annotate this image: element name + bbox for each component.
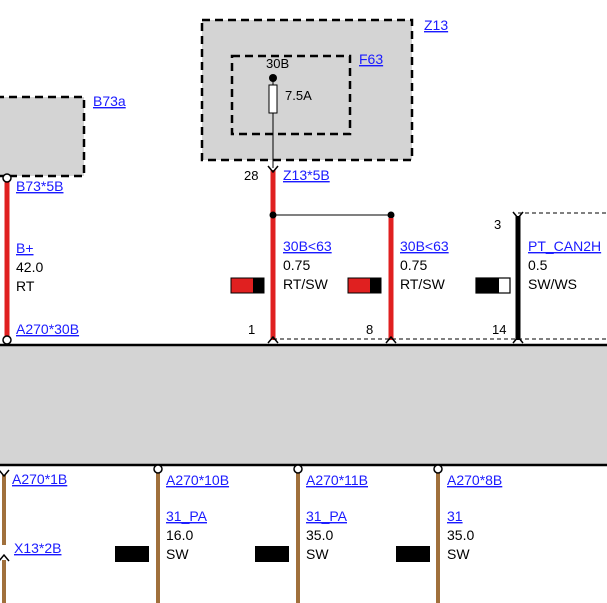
splice-dot-right [387,211,395,219]
g10-signal[interactable]: 31_PA [166,508,208,524]
w30b1-gauge: 0.75 [283,257,310,273]
g11-connector[interactable]: A270*11B [306,472,368,488]
bplus-end-terminal [2,335,12,345]
w30b2-pin: 8 [366,322,373,337]
w30b1-color-indicator [230,277,265,294]
f63-rating: 7.5A [285,88,312,103]
g10-gauge: 16.0 [166,527,193,543]
w30b2-signal[interactable]: 30B<63 [400,238,449,254]
z13-pin-chevron [267,165,279,174]
w30b1-start-connector[interactable]: Z13*5B [283,167,330,183]
z13-pin-number: 28 [244,168,258,183]
g11-color-indicator [255,546,289,562]
can-signal[interactable]: PT_CAN2H [528,238,601,254]
bplus-start-connector[interactable]: B73*5B [16,178,63,194]
g11-signal[interactable]: 31_PA [306,508,348,524]
bplus-end-connector[interactable]: A270*30B [16,321,79,337]
can-start-pin: 3 [494,217,501,232]
can-gauge: 0.5 [528,257,548,273]
a270-pin-chevron-14 [512,335,524,344]
a270-pin-chevron-1 [267,335,279,344]
g1-connector[interactable]: A270*1B [12,471,67,487]
f63-terminal-label: 30B [266,56,289,71]
g8-connector[interactable]: A270*8B [447,472,502,488]
w30b2-color-indicator [347,277,382,294]
f63-fuse-box[interactable] [230,54,352,136]
can-color-code: SW/WS [528,276,577,292]
w30b1-color-code: RT/SW [283,276,329,292]
g8-color-indicator [396,546,430,562]
fuse-symbol [268,84,278,114]
bplus-color-code: RT [16,278,35,294]
g8-gauge: 35.0 [447,527,474,543]
can-pin-chevron [512,211,524,220]
g10-connector[interactable]: A270*10B [166,472,229,488]
g1-top-chevron [0,469,10,478]
bplus-signal[interactable]: B+ [16,240,34,256]
g1-mid-chevron [0,553,10,562]
f63-label[interactable]: F63 [359,51,383,67]
b73a-component-box[interactable] [0,95,86,178]
a270-module-box[interactable] [0,343,607,467]
g8-terminal [433,464,443,474]
g10-color-indicator [115,546,149,562]
g11-gauge: 35.0 [306,527,333,543]
can-pin: 14 [492,322,506,337]
g10-color-code: SW [166,546,189,562]
g1-end-connector[interactable]: X13*2B [14,540,61,556]
w30b1-signal[interactable]: 30B<63 [283,238,332,254]
bplus-start-terminal [2,173,12,183]
a270-pin-chevron-8 [385,335,397,344]
b73a-label[interactable]: B73a [93,93,126,109]
g11-color-code: SW [306,546,329,562]
g10-terminal [153,464,163,474]
z13-label[interactable]: Z13 [424,17,448,33]
w30b1-pin: 1 [248,322,255,337]
can-color-indicator [475,277,511,294]
bplus-gauge: 42.0 [16,259,43,275]
g8-color-code: SW [447,546,470,562]
g8-signal[interactable]: 31 [447,508,463,524]
w30b2-color-code: RT/SW [400,276,446,292]
w30b2-gauge: 0.75 [400,257,427,273]
g11-terminal [293,464,303,474]
